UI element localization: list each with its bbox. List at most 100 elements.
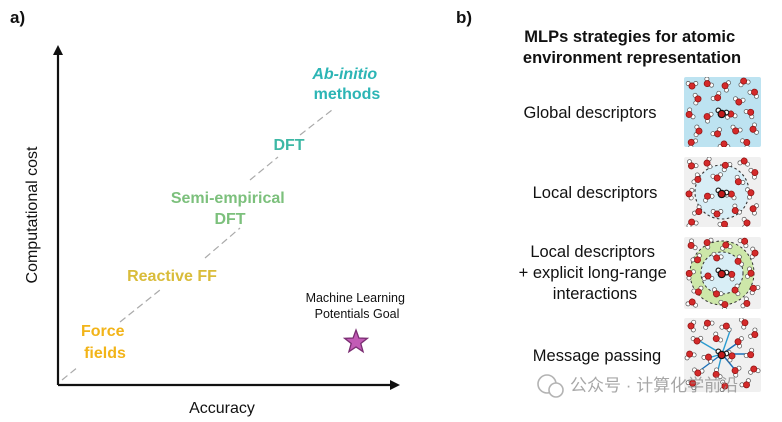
row-message-passing: Message passing <box>533 347 661 365</box>
water-molecule <box>687 159 699 170</box>
oxygen-atom <box>740 77 748 85</box>
water-molecule <box>687 138 698 147</box>
water-molecule <box>703 77 714 88</box>
oxygen-atom <box>686 350 694 358</box>
watermark: 公众号 · 计算化学前沿 <box>537 374 738 398</box>
oxygen-atom <box>732 127 740 135</box>
water-molecule <box>685 107 696 120</box>
hydrogen-atom <box>723 225 729 227</box>
oxygen-atom <box>751 88 758 96</box>
water-molecule <box>685 187 695 201</box>
oxygen-atom <box>735 98 743 106</box>
oxygen-atom <box>687 242 695 249</box>
water-molecule <box>749 284 761 296</box>
oxygen-atom <box>704 192 711 200</box>
method-dft: DFT <box>273 137 304 154</box>
water-molecule <box>731 283 741 297</box>
water-molecule <box>703 192 715 203</box>
oxygen-atom <box>694 256 701 264</box>
method-ab-initio: Ab-initio methods <box>311 66 381 103</box>
water-molecule <box>692 204 703 216</box>
water-molecule <box>703 111 714 124</box>
water-molecule <box>741 216 751 227</box>
oxygen-atom <box>731 367 739 375</box>
method-force-fields: Force fields <box>81 323 129 362</box>
oxygen-atom <box>743 381 750 389</box>
water-molecule <box>743 347 755 359</box>
goal-label: Machine Learning Potentials Goal <box>306 291 409 321</box>
oxygen-atom <box>722 241 730 249</box>
oxygen-atom <box>722 322 730 330</box>
oxygen-atom <box>749 125 757 133</box>
water-molecule <box>710 127 722 138</box>
x-axis-label: Accuracy <box>189 400 255 417</box>
oxygen-atom <box>713 210 721 218</box>
water-molecule <box>710 209 724 218</box>
water-molecule <box>712 331 724 343</box>
water-molecule <box>740 296 751 309</box>
oxygen-atom <box>717 350 726 360</box>
panel-a-label: a) <box>10 8 25 27</box>
oxygen-atom <box>721 301 729 308</box>
oxygen-atom <box>704 272 712 280</box>
oxygen-atom <box>694 369 702 377</box>
water-molecule <box>717 140 731 147</box>
water-molecule <box>701 353 713 364</box>
oxygen-atom <box>728 270 736 278</box>
water-molecule <box>686 218 699 227</box>
oxygen-atom <box>689 379 697 387</box>
oxygen-atom <box>688 162 695 170</box>
water-molecule <box>703 237 714 250</box>
diagonal-dash-segment <box>204 227 241 259</box>
oxygen-atom <box>749 205 757 213</box>
oxygen-atom <box>731 286 739 294</box>
thumbnail-local-descriptors <box>684 157 761 227</box>
oxygen-atom <box>703 113 711 120</box>
oxygen-atom <box>695 127 703 135</box>
oxygen-atom <box>750 365 758 373</box>
water-molecule <box>721 80 731 93</box>
diagonal-dash-segment <box>119 289 161 323</box>
thumbnail-message-passing <box>684 318 761 392</box>
water-molecule <box>731 365 742 378</box>
oxygen-atom <box>751 249 759 257</box>
oxygen-atom <box>728 352 736 360</box>
oxygen-atom <box>721 82 729 90</box>
water-molecule <box>739 378 751 389</box>
oxygen-atom <box>734 338 742 346</box>
oxygen-atom <box>751 169 759 176</box>
oxygen-atom <box>713 290 720 298</box>
oxygen-atom <box>749 284 757 292</box>
water-molecule <box>749 122 759 135</box>
oxygen-atom <box>713 254 721 262</box>
diagonal-dash-segment <box>299 109 333 136</box>
water-molecule <box>718 299 729 309</box>
oxygen-atom <box>751 331 759 339</box>
water-molecule <box>711 251 724 262</box>
central-water-molecule <box>715 348 730 360</box>
water-molecule <box>684 350 697 361</box>
water-molecule <box>690 253 702 264</box>
water-molecule <box>734 174 746 186</box>
oxygen-atom <box>747 351 755 359</box>
oxygen-atom <box>714 94 722 102</box>
oxygen-atom <box>720 140 728 147</box>
water-molecule <box>737 237 749 249</box>
diagonal-dash-segment <box>249 156 279 181</box>
oxygen-atom <box>712 335 720 343</box>
water-molecule <box>738 318 749 330</box>
water-molecule <box>691 285 704 296</box>
oxygen-atom <box>714 130 721 138</box>
oxygen-atom <box>688 298 696 306</box>
panel-b-label: b) <box>456 8 472 27</box>
goal-star-icon <box>342 328 370 354</box>
oxygen-atom <box>712 371 720 378</box>
oxygen-atom <box>694 95 702 103</box>
water-molecule <box>740 138 751 147</box>
oxygen-atom <box>747 269 755 277</box>
oxygen-atom <box>743 138 751 146</box>
central-water-molecule <box>715 267 730 279</box>
row-long-range: Local descriptors + explicit long-range … <box>519 243 672 303</box>
water-molecule <box>692 92 702 106</box>
water-molecule <box>737 157 750 167</box>
